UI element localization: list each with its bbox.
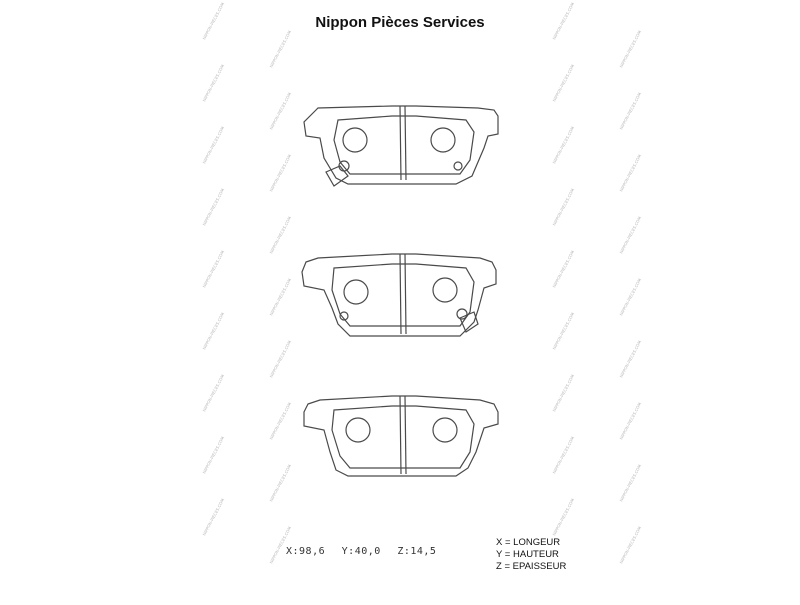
watermark-text: NIPPON-PIECES.COM [201, 373, 225, 412]
page-title: Nippon Pièces Services [315, 14, 485, 31]
watermark-text: NIPPON-PIECES.COM [551, 187, 575, 226]
watermark-text: NIPPON-PIECES.COM [618, 153, 642, 192]
watermark-text: NIPPON-PIECES.COM [268, 215, 292, 254]
brake-pad-1 [303, 105, 499, 187]
watermark-text: NIPPON-PIECES.COM [618, 29, 642, 68]
pad-1-wear-clip [325, 165, 349, 187]
pad-3-friction [331, 405, 475, 469]
pad-1-circle-right [430, 127, 456, 153]
watermark-text: NIPPON-PIECES.COM [551, 249, 575, 288]
watermark-text: NIPPON-PIECES.COM [201, 187, 225, 226]
pad-3-slot [399, 395, 402, 475]
pad-2-wear-clip [459, 311, 479, 333]
pad-1-slot-b [404, 105, 407, 181]
pad-2-circle-left [343, 279, 369, 305]
watermark-text: NIPPON-PIECES.COM [618, 339, 642, 378]
watermark-text: NIPPON-PIECES.COM [268, 277, 292, 316]
legend-z: Z = EPAISSEUR [496, 561, 567, 572]
watermark-text: NIPPON-PIECES.COM [201, 497, 225, 536]
watermark-text: NIPPON-PIECES.COM [268, 401, 292, 440]
watermark-text: NIPPON-PIECES.COM [618, 463, 642, 502]
pad-3-backplate [303, 395, 499, 477]
watermark-text: NIPPON-PIECES.COM [201, 311, 225, 350]
pad-1-friction [333, 115, 475, 175]
watermark-text: NIPPON-PIECES.COM [201, 435, 225, 474]
dimension-legend: X = LONGEUR Y = HAUTEUR Z = EPAISSEUR [496, 537, 566, 573]
watermark-text: NIPPON-PIECES.COM [268, 29, 292, 68]
watermark-text: NIPPON-PIECES.COM [551, 125, 575, 164]
brake-pad-2 [301, 253, 497, 337]
watermark-text: NIPPON-PIECES.COM [551, 63, 575, 102]
pad-1-circle-left [342, 127, 368, 153]
watermark-text: NIPPON-PIECES.COM [201, 125, 225, 164]
pad-2-slot-b [404, 253, 407, 335]
watermark-text: NIPPON-PIECES.COM [618, 277, 642, 316]
watermark-text: NIPPON-PIECES.COM [551, 373, 575, 412]
pad-2-slot [399, 253, 402, 335]
watermark-text: NIPPON-PIECES.COM [551, 311, 575, 350]
watermark-text: NIPPON-PIECES.COM [268, 91, 292, 130]
pad-2-circle-right [432, 277, 458, 303]
pad-1-backplate [303, 105, 499, 185]
watermark-text: NIPPON-PIECES.COM [268, 525, 292, 564]
watermark-text: NIPPON-PIECES.COM [551, 497, 575, 536]
watermark-text: NIPPON-PIECES.COM [201, 63, 225, 102]
watermark-text: NIPPON-PIECES.COM [201, 249, 225, 288]
dimension-y: Y:40,0 [341, 546, 381, 557]
watermark-layer: NIPPON-PIECES.COM NIPPON-PIECES.COM NIPPON… [201, 1, 642, 564]
pad-2-hole [339, 311, 349, 321]
pad-1-slot [399, 105, 402, 181]
legend-y: Y = HAUTEUR [496, 549, 559, 560]
dimension-readout: X:98,6 Y:40,0 Z:14,5 [286, 546, 446, 557]
pad-2-friction [331, 263, 475, 327]
watermark-text: NIPPON-PIECES.COM [618, 401, 642, 440]
dimension-x: X:98,6 [286, 546, 326, 557]
watermark-text: NIPPON-PIECES.COM [268, 463, 292, 502]
watermark-text: NIPPON-PIECES.COM [618, 215, 642, 254]
brake-pad-3 [303, 395, 499, 477]
pad-2-hole-right [456, 308, 468, 320]
pad-2-backplate [301, 253, 497, 337]
watermark-text: NIPPON-PIECES.COM [268, 339, 292, 378]
pad-3-slot-b [404, 395, 407, 475]
watermark-text: NIPPON-PIECES.COM [268, 153, 292, 192]
pad-3-circle-left [345, 417, 371, 443]
legend-x: X = LONGEUR [496, 537, 561, 548]
dimension-z: Z:14,5 [397, 546, 437, 557]
watermark-text: NIPPON-PIECES.COM [618, 525, 642, 564]
pad-3-circle-right [432, 417, 458, 443]
pad-1-hole-right [453, 161, 463, 171]
watermark-text: NIPPON-PIECES.COM [618, 91, 642, 130]
watermark-text: NIPPON-PIECES.COM [551, 435, 575, 474]
